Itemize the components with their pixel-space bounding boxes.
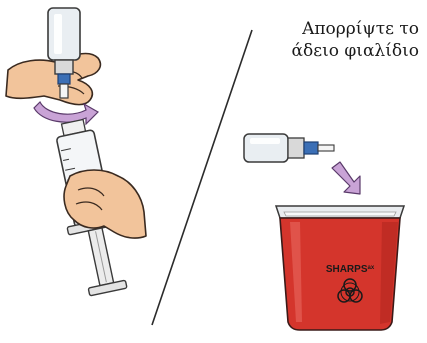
instruction-caption: Απορρίψτε το άδειο φιαλίδιο	[249, 18, 419, 62]
upper-hand	[6, 54, 100, 105]
dispose-arrow	[332, 162, 360, 194]
instruction-line-1: Απορρίψτε το	[249, 18, 419, 40]
twist-arrow	[34, 102, 98, 124]
left-panel	[6, 8, 146, 298]
sharps-container: SHARPSax	[276, 206, 404, 330]
right-panel: SHARPSax	[244, 134, 404, 330]
vial-disposed	[244, 134, 334, 162]
instruction-line-2: άδειο φιαλίδιο	[249, 40, 419, 62]
divider-line	[152, 30, 252, 325]
sharps-label: SHARPSax	[326, 264, 375, 275]
